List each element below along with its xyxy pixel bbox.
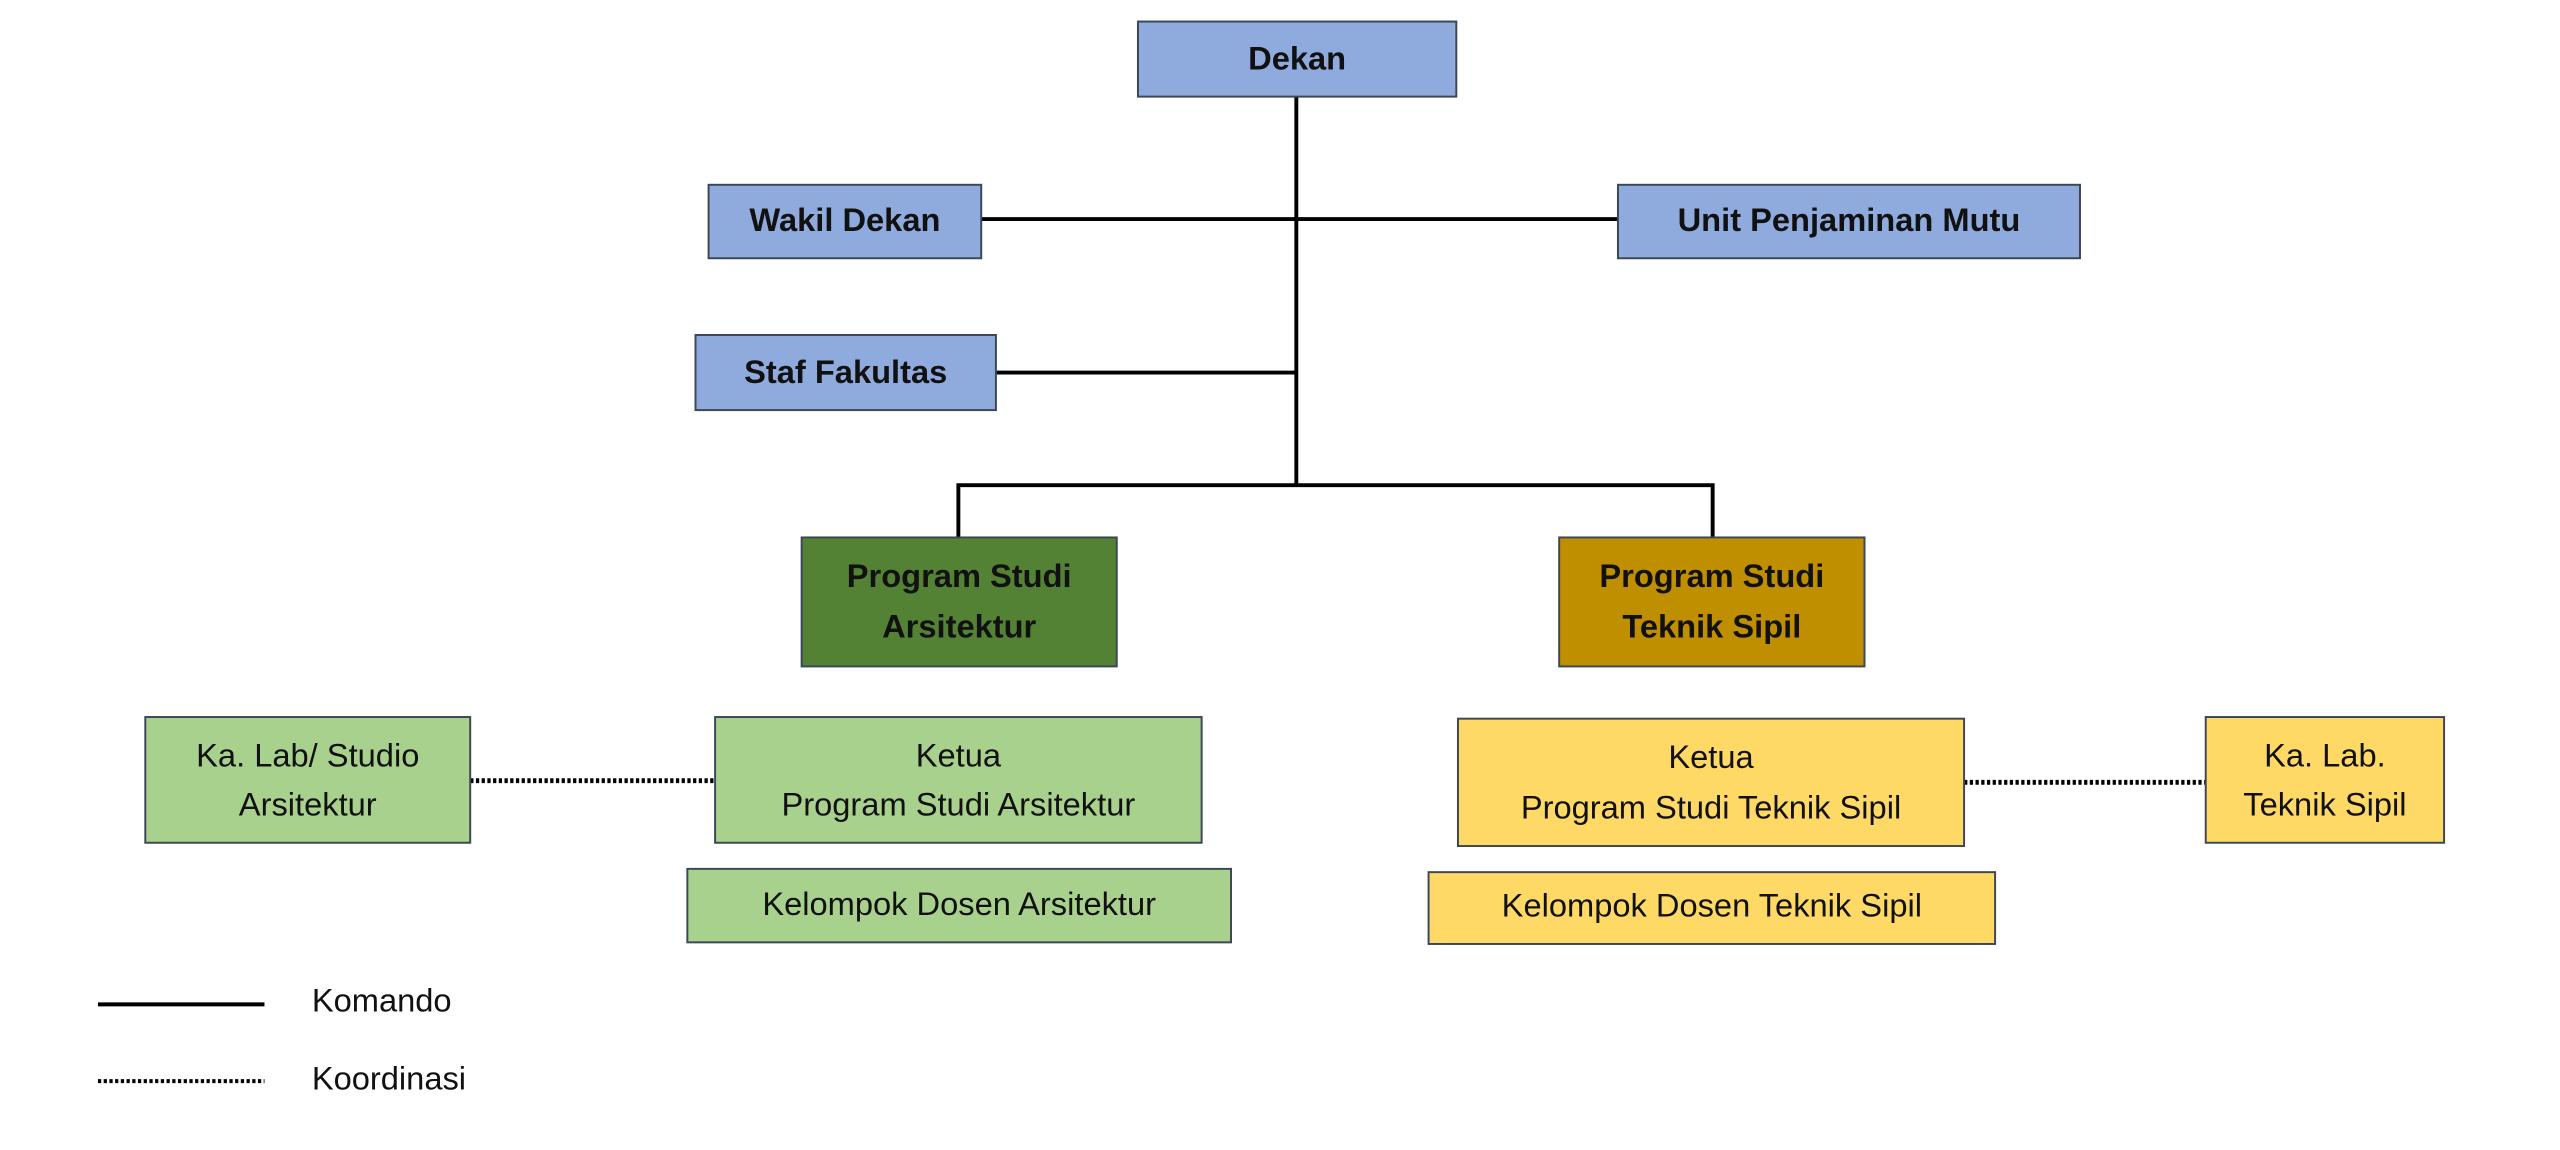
node-label-line2: Teknik Sipil (2243, 785, 2406, 822)
node-ketua-teknik-sipil: Ketua Program Studi Teknik Sipil (1456, 717, 1966, 847)
node-label-line1: Ketua (916, 736, 1002, 773)
legend: Komando Koordinasi (97, 981, 466, 1097)
node-label-line2: Teknik Sipil (1622, 608, 1801, 645)
node-kelompok-dosen-arsitektur: Kelompok Dosen Arsitektur (686, 867, 1232, 944)
node-label: Unit Penjaminan Mutu (1678, 201, 2021, 238)
legend-koordinasi: Koordinasi (312, 1060, 466, 1097)
coordination-lines (470, 778, 2206, 785)
node-prodi-arsitektur: Program Studi Arsitektur (800, 536, 1118, 668)
legend-komando: Komando (312, 981, 452, 1018)
node-prodi-teknik-sipil: Program Studi Teknik Sipil (1558, 536, 1866, 668)
node-label-line1: Ketua (1668, 738, 1754, 775)
node-label-line2: Program Studi Arsitektur (781, 785, 1135, 822)
node-dekan: Dekan (1136, 20, 1458, 98)
node-staf-fakultas: Staf Fakultas (694, 334, 997, 412)
command-lines (956, 96, 1715, 538)
prodi-branch-line (956, 483, 1715, 538)
node-label-line1: Ka. Lab. (2264, 736, 2386, 773)
node-label: Staf Fakultas (744, 353, 947, 390)
node-label: Kelompok Dosen Arsitektur (762, 885, 1156, 922)
node-label-line2: Arsitektur (239, 785, 377, 822)
node-kalab-teknik-sipil: Ka. Lab. Teknik Sipil (2204, 716, 2446, 844)
node-kalab-arsitektur: Ka. Lab/ Studio Arsitektur (144, 716, 472, 844)
node-ketua-arsitektur: Ketua Program Studi Arsitektur (714, 716, 1203, 844)
node-label: Wakil Dekan (749, 201, 940, 238)
node-wakil-dekan: Wakil Dekan (707, 183, 983, 260)
node-label: Dekan (1248, 39, 1346, 76)
node-label-line1: Program Studi (1599, 557, 1824, 594)
node-kelompok-dosen-teknik-sipil: Kelompok Dosen Teknik Sipil (1427, 871, 1997, 945)
node-label-line2: Arsitektur (882, 608, 1036, 645)
node-label: Kelompok Dosen Teknik Sipil (1502, 887, 1922, 924)
node-label-line2: Program Studi Teknik Sipil (1521, 789, 1901, 826)
node-label-line1: Ka. Lab/ Studio (196, 736, 419, 773)
node-unit-penjaminan-mutu: Unit Penjaminan Mutu (1616, 183, 2081, 260)
node-label-line1: Program Studi (847, 557, 1072, 594)
